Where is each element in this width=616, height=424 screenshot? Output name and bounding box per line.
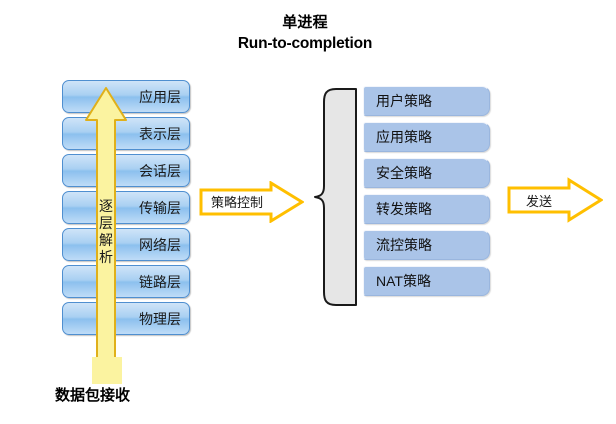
osi-layer-physical[interactable]: 物理层	[62, 302, 190, 335]
osi-layer-presentation[interactable]: 表示层	[62, 117, 190, 150]
osi-layer-label: 链路层	[139, 273, 181, 290]
policy-item-label: 转发策略	[376, 201, 432, 217]
policy-item-user[interactable]: 用户策略	[363, 86, 490, 116]
policy-item-security[interactable]: 安全策略	[363, 158, 490, 188]
osi-layer-network[interactable]: 网络层	[62, 228, 190, 261]
send-arrow-label: 发送	[525, 194, 552, 209]
policy-item-flow-control[interactable]: 流控策略	[363, 230, 490, 260]
packet-receive-caption: 数据包接收	[55, 387, 131, 404]
up-arrow-char-2: 层	[99, 215, 113, 231]
osi-layer-label: 会话层	[139, 162, 181, 179]
up-arrow-char-4: 析	[99, 249, 113, 265]
policy-item-label: 应用策略	[376, 129, 432, 145]
osi-layer-application[interactable]: 应用层	[62, 80, 190, 113]
policy-control-arrow-label: 策略控制	[210, 195, 263, 210]
policy-item-label: 流控策略	[376, 237, 432, 253]
up-arrow-char-1: 逐	[99, 198, 113, 214]
policy-item-label: NAT策略	[376, 273, 431, 289]
policy-item-nat[interactable]: NAT策略	[363, 266, 490, 296]
osi-layer-label: 表示层	[139, 125, 181, 142]
title-line-1: 单进程	[282, 14, 328, 31]
osi-layer-datalink[interactable]: 链路层	[62, 265, 190, 298]
osi-layer-label: 物理层	[139, 310, 181, 327]
osi-layer-label: 传输层	[139, 199, 181, 216]
up-arrow-label: 逐 层 解 析	[84, 198, 128, 266]
policy-item-forwarding[interactable]: 转发策略	[363, 194, 490, 224]
policy-item-label: 用户策略	[376, 93, 432, 109]
send-arrow-icon	[507, 177, 603, 223]
osi-layer-transport[interactable]: 传输层	[62, 191, 190, 224]
osi-layer-label: 网络层	[139, 236, 181, 253]
osi-layer-session[interactable]: 会话层	[62, 154, 190, 187]
policy-control-arrow-icon	[199, 181, 304, 223]
title-line-2: Run-to-completion	[237, 35, 373, 52]
policy-item-label: 安全策略	[376, 165, 432, 181]
page-title: 单进程 Run-to-completion	[180, 12, 430, 54]
osi-layer-stack: 应用层 表示层 会话层 传输层 网络层 链路层 物理层	[62, 80, 190, 339]
policy-list: 用户策略 应用策略 安全策略 转发策略 流控策略 NAT策略	[363, 86, 490, 302]
packet-receive-marker	[92, 357, 122, 384]
up-arrow-char-3: 解	[99, 232, 113, 248]
left-curly-brace-icon	[314, 88, 357, 306]
osi-layer-label: 应用层	[139, 88, 181, 105]
policy-item-application[interactable]: 应用策略	[363, 122, 490, 152]
